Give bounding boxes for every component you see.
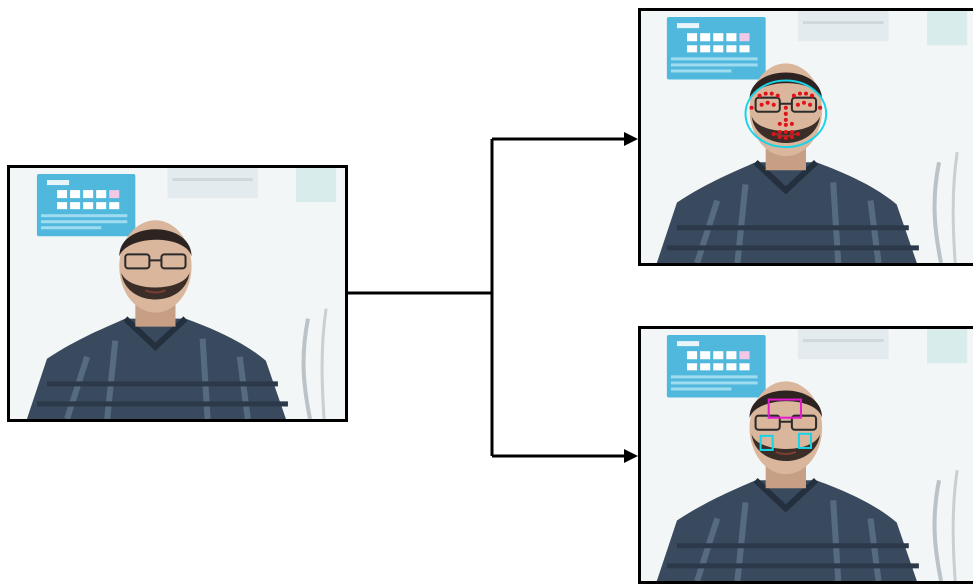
input-photo-panel <box>7 165 348 422</box>
left-cheek-roi-box <box>759 434 774 451</box>
landmarks-photo-panel <box>638 8 973 266</box>
regions-photo-panel <box>638 326 973 584</box>
landmark-points <box>749 91 823 141</box>
arrow-head-bottom <box>624 449 638 463</box>
right-cheek-roi-box <box>797 432 813 449</box>
regions-photo <box>641 329 973 581</box>
forehead-roi-box <box>767 398 802 419</box>
face-ellipse <box>744 79 828 149</box>
connector-lines <box>347 137 626 458</box>
landmarks-photo <box>641 11 973 263</box>
input-photo <box>10 168 345 419</box>
arrow-head-top <box>624 132 638 146</box>
